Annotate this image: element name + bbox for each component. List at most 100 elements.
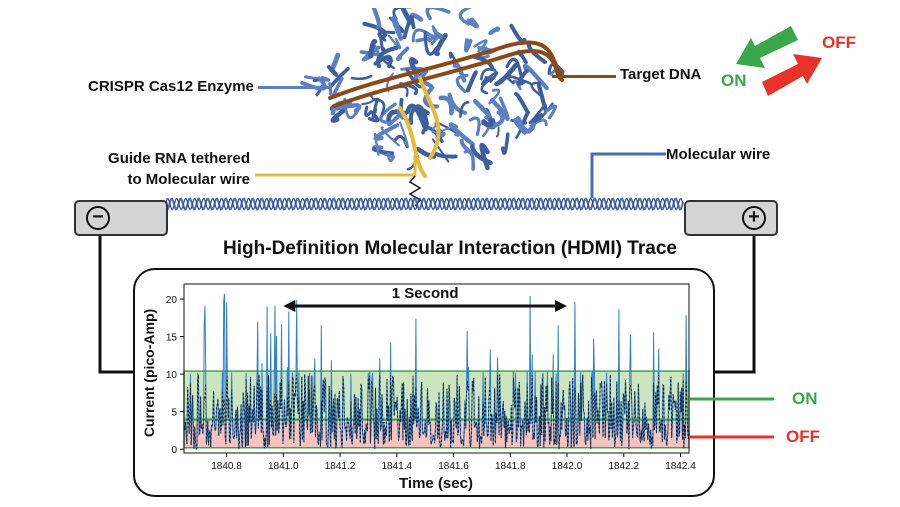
x-tick-label: 1840.8 <box>211 461 242 472</box>
protein-ribbon <box>376 45 399 69</box>
protein-ribbon <box>350 74 373 81</box>
protein-ribbon <box>488 26 501 36</box>
protein-ribbon <box>464 38 473 52</box>
protein-ribbon <box>387 110 405 127</box>
y-tick-label: 0 <box>171 445 177 456</box>
x-tick-label: 1841.0 <box>268 461 299 472</box>
protein-ribbon <box>463 149 475 171</box>
guide-rna-label: Guide RNA tethered to Molecular wire <box>82 148 250 190</box>
protein-ribbon <box>425 8 451 21</box>
protein-ribbon <box>470 144 493 166</box>
protein-ribbon <box>466 17 479 29</box>
protein-ribbon <box>335 103 362 114</box>
protein-ribbon <box>495 126 500 138</box>
protein-ribbon <box>505 57 524 80</box>
protein-ribbon <box>451 124 461 137</box>
protein-ribbon <box>415 104 430 127</box>
protein-ribbon <box>388 34 402 50</box>
protein-ribbon <box>447 92 467 115</box>
protein-ribbon <box>528 106 544 125</box>
molecular-wire-label: Molecular wire <box>666 146 771 163</box>
on-off-switch-arrows <box>736 26 822 96</box>
guide-rna-label-line1: Guide RNA tethered <box>108 150 250 167</box>
protein-ribbon <box>368 38 378 59</box>
protein-ribbon <box>395 46 410 62</box>
y-tick-label: 10 <box>166 370 178 381</box>
chart-y-axis-label: Current (pico-Amp) <box>141 309 157 437</box>
switch-on-label: ON <box>721 71 747 90</box>
y-tick-label: 20 <box>166 295 178 306</box>
x-tick-label: 1841.8 <box>495 461 526 472</box>
protein-ribbon <box>303 75 331 82</box>
protein-ribbon <box>328 82 333 96</box>
switch-off-label: OFF <box>822 33 856 52</box>
protein-ribbon <box>480 67 497 81</box>
minus-icon: − <box>86 206 110 230</box>
scale-bar-right-arrow-icon <box>555 300 568 312</box>
protein-ribbon <box>544 104 558 120</box>
protein-ribbon <box>431 122 450 134</box>
protein-ribbon <box>411 28 434 43</box>
guide-rna-strand <box>398 106 427 178</box>
target-dna-label: Target DNA <box>620 66 702 83</box>
y-tick-label: 5 <box>171 408 177 419</box>
protein-ribbon <box>330 108 346 123</box>
protein-ribbon <box>371 97 379 119</box>
y-tick-label: 15 <box>166 333 178 344</box>
plot-frame <box>183 283 690 454</box>
protein-ribbon <box>468 116 481 137</box>
x-tick-label: 1842.4 <box>665 461 696 472</box>
negative-electrode: − <box>74 200 168 236</box>
protein-ribbon <box>373 132 380 156</box>
protein-ribbon <box>405 103 428 132</box>
protein-ribbon <box>514 91 529 114</box>
fit-series-line <box>183 374 690 451</box>
protein-ribbon <box>328 66 350 89</box>
target-dna-leader-line <box>552 75 616 78</box>
protein-ribbon <box>494 62 519 87</box>
x-tick-label: 1841.2 <box>325 461 356 472</box>
scale-bar-label: 1 Second <box>392 285 459 302</box>
off-state-label: OFF <box>786 427 820 446</box>
protein-ribbon <box>377 27 386 54</box>
protein-ribbon <box>359 50 384 58</box>
protein-ribbon <box>326 65 339 77</box>
x-tick-label: 1842.2 <box>608 461 639 472</box>
protein-ribbon <box>480 75 496 95</box>
protein-ribbon <box>522 63 549 91</box>
on-arrow-icon <box>736 26 798 68</box>
protein-ribbon <box>473 39 488 53</box>
protein-ribbon <box>371 8 382 30</box>
hdmi-trace-chart: Current (pico-Amp) 0 5 10 15 20 1840.8 1841.0 1… <box>141 283 696 492</box>
protein-ribbon <box>465 70 478 93</box>
protein-ribbon <box>458 8 473 26</box>
positive-electrode: + <box>684 200 778 236</box>
x-tick-label: 1841.6 <box>438 461 469 472</box>
molecular-wire-leader-line <box>590 152 666 198</box>
protein-ribbon <box>438 95 454 116</box>
protein-ribbon <box>530 81 543 98</box>
protein-ribbon <box>515 116 536 134</box>
protein-ribbon <box>452 62 467 83</box>
guide-rna-leader-line <box>255 155 422 207</box>
scale-bar-left-arrow-icon <box>283 300 296 312</box>
protein-ribbon <box>399 121 409 147</box>
guide-rna-label-line2: to Molecular wire <box>127 171 250 188</box>
enzyme-leader-line <box>258 86 330 89</box>
protein-ribbon <box>549 69 557 76</box>
protein-ribbon <box>367 112 380 123</box>
protein-ribbon <box>410 12 424 22</box>
protein-ribbon <box>408 57 419 75</box>
protein-ribbon <box>500 132 510 155</box>
off-arrow-icon <box>762 54 822 96</box>
protein-ribbon <box>380 126 400 147</box>
protein-ribbon <box>516 69 529 86</box>
protein-ribbon <box>459 100 470 118</box>
protein-ribbon <box>531 113 544 124</box>
protein-ribbon <box>472 98 491 119</box>
molecular-wire <box>165 197 684 211</box>
protein-ribbon <box>498 96 510 121</box>
trace-title: High-Definition Molecular Interaction (H… <box>223 238 677 259</box>
